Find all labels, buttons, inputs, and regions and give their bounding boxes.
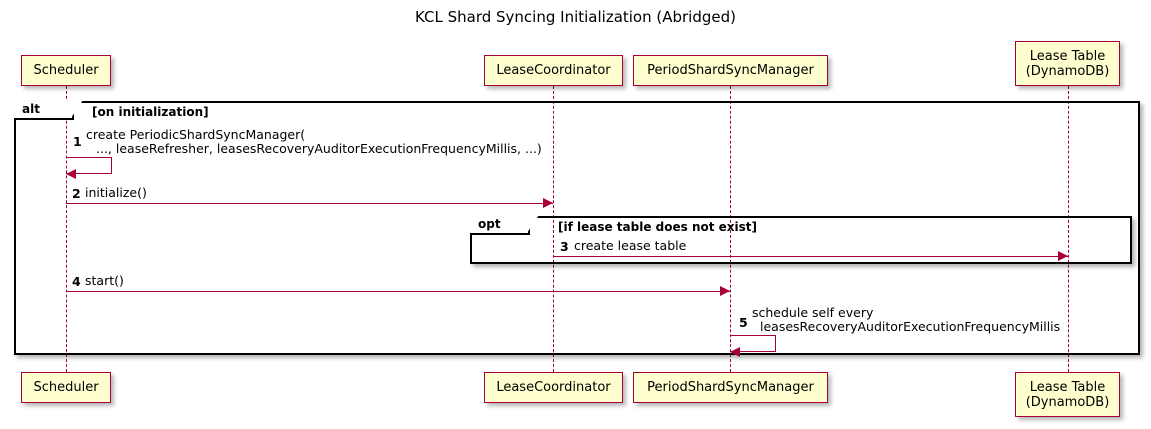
participant-leasetable-top[interactable]: Lease Table (DynamoDB) (1015, 41, 1120, 86)
message-4-label: start() (85, 273, 124, 288)
participant-leasetable-top-label: Lease Table (DynamoDB) (1025, 48, 1110, 79)
fragment-opt-condition: [if lease table does not exist] (558, 220, 758, 234)
message-3-label: create lease table (574, 238, 687, 253)
participant-periodshardsyncmanager-top-label: PeriodShardSyncManager (647, 63, 814, 78)
message-5-arrowhead (730, 347, 740, 357)
participant-periodshardsyncmanager-bottom-label: PeriodShardSyncManager (647, 380, 814, 395)
message-1-arrowhead (66, 169, 76, 179)
participant-periodshardsyncmanager-bottom[interactable]: PeriodShardSyncManager (633, 372, 828, 403)
message-2-label: initialize() (85, 185, 147, 200)
fragment-alt-condition: [on initialization] (92, 105, 209, 119)
participant-leasecoordinator-bottom-label: LeaseCoordinator (496, 380, 611, 395)
page-title: KCL Shard Syncing Initialization (Abridg… (415, 8, 736, 26)
message-5-self-loop (730, 335, 776, 352)
participant-leasetable-bottom-label: Lease Table (DynamoDB) (1025, 379, 1110, 410)
lifeline-leasecoordinator (553, 86, 554, 372)
message-5-label-line1: schedule self every (752, 305, 874, 320)
message-2-arrowhead (543, 198, 553, 208)
participant-scheduler-bottom-label: Scheduler (33, 380, 99, 395)
participant-scheduler-top[interactable]: Scheduler (21, 55, 111, 86)
message-4-arrowhead (720, 286, 730, 296)
fragment-alt-operator: alt (14, 100, 83, 120)
message-1-label-line1: create PeriodicShardSyncManager( (86, 127, 306, 142)
message-5-label-line2: leasesRecoveryAuditorExecutionFrequencyM… (760, 319, 1061, 334)
fragment-opt-operator-label: opt (478, 217, 501, 231)
message-5-number: 5 (739, 315, 748, 330)
participant-leasecoordinator-top[interactable]: LeaseCoordinator (484, 55, 623, 86)
message-2-number: 2 (72, 186, 81, 201)
lifeline-leasetable (1068, 86, 1069, 372)
fragment-opt-operator: opt (470, 215, 539, 235)
message-2-line (66, 203, 553, 204)
message-4-line (66, 291, 730, 292)
participant-periodshardsyncmanager-top[interactable]: PeriodShardSyncManager (633, 55, 828, 86)
participant-leasecoordinator-top-label: LeaseCoordinator (496, 63, 611, 78)
message-1-number: 1 (73, 134, 82, 149)
message-3-arrowhead (1058, 251, 1068, 261)
message-4-number: 4 (72, 274, 81, 289)
lifeline-periodshardsyncmanager (730, 86, 731, 372)
message-1-self-loop (66, 157, 112, 174)
fragment-opt (470, 216, 1132, 264)
participant-leasetable-bottom[interactable]: Lease Table (DynamoDB) (1015, 372, 1120, 417)
lifeline-scheduler (66, 86, 67, 372)
participant-scheduler-top-label: Scheduler (33, 63, 99, 78)
message-3-number: 3 (560, 239, 569, 254)
message-3-line (553, 256, 1068, 257)
fragment-alt-operator-label: alt (22, 102, 40, 116)
participant-leasecoordinator-bottom[interactable]: LeaseCoordinator (484, 372, 623, 403)
fragment-alt (14, 101, 1140, 355)
message-1-label-line2: ..., leaseRefresher, leasesRecoveryAudit… (96, 141, 542, 156)
participant-scheduler-bottom[interactable]: Scheduler (21, 372, 111, 403)
